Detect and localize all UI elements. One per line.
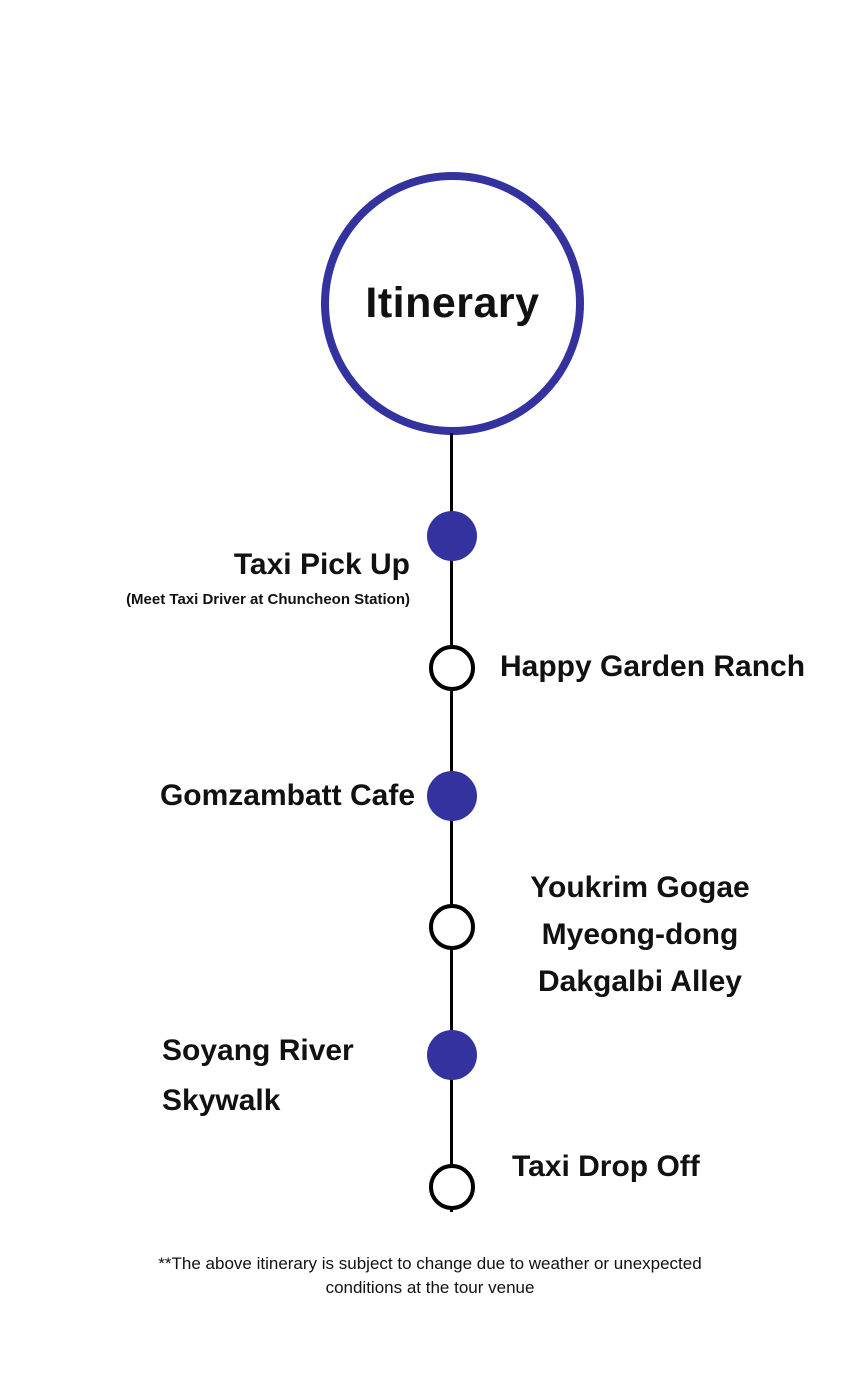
timeline-node-taxi-dropoff <box>429 1164 475 1210</box>
timeline-node-soyang-skywalk <box>427 1030 477 1080</box>
timeline-node-dakgalbi-alley <box>429 904 475 950</box>
page-title: Itinerary <box>365 279 540 327</box>
timeline-node-happy-garden-ranch <box>429 645 475 691</box>
stop-sublabel-taxi-pickup: (Meet Taxi Driver at Chuncheon Station) <box>126 591 410 608</box>
stop-label-taxi-pickup-text: Taxi Pick Up <box>233 547 410 581</box>
timeline-line <box>450 433 453 1212</box>
stop-label-soyang-skywalk: Soyang River Skywalk <box>162 1034 354 1117</box>
itinerary-title-circle: Itinerary <box>321 172 584 435</box>
stop-label-gomzambatt-cafe: Gomzambatt Cafe <box>159 779 415 812</box>
stop-label-taxi-dropoff: Taxi Drop Off <box>512 1150 700 1183</box>
stop-label-dakgalbi-alley: Youkrim Gogae Myeong-dong Dakgalbi Alley <box>530 871 750 998</box>
footer-disclaimer: **The above itinerary is subject to chan… <box>158 1254 702 1297</box>
stop-label-happy-garden-ranch: Happy Garden Ranch <box>500 650 806 683</box>
timeline-node-gomzambatt-cafe <box>427 771 477 821</box>
timeline-node-taxi-pickup <box>427 511 477 561</box>
stop-label-taxi-pickup: Taxi Pick Up (Meet Taxi Driver at Chunch… <box>126 508 410 647</box>
